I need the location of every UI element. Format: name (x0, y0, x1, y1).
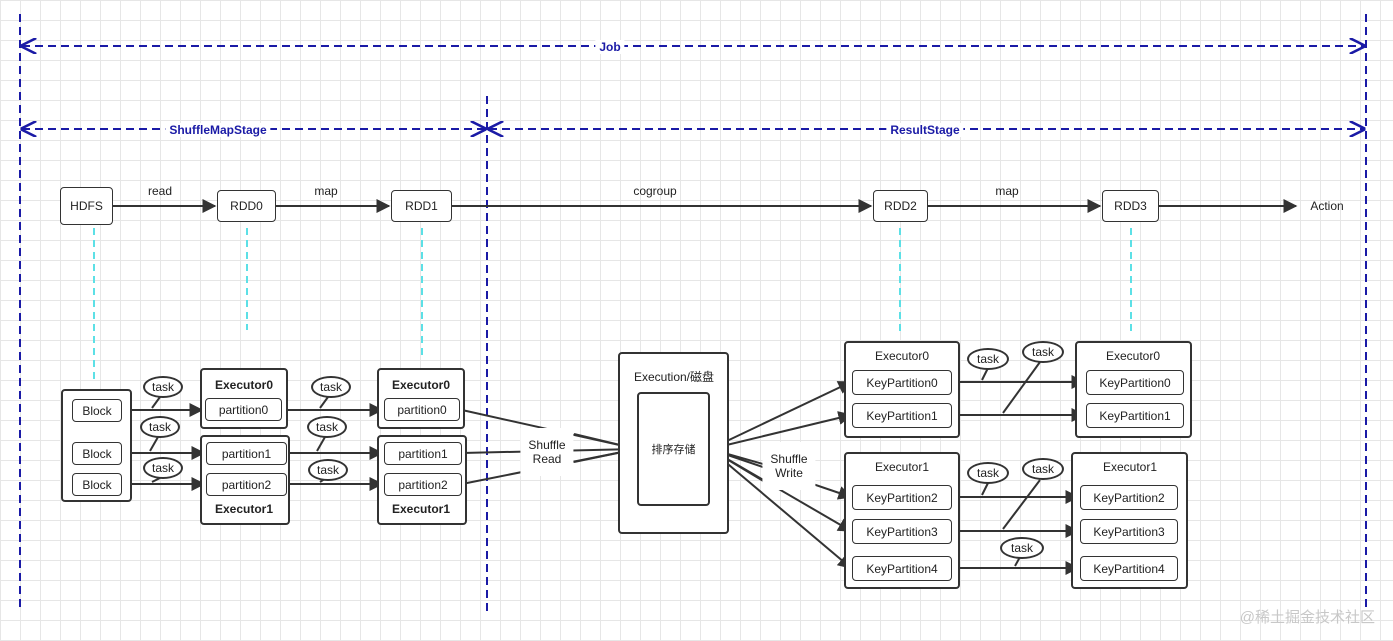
shuffle-write-line2: Write (775, 466, 803, 480)
task-bubble: task (140, 416, 180, 438)
executor-title: Executor1 (391, 502, 451, 516)
shuffle-read-line1: Shuffle (528, 438, 566, 452)
rdd3-node: RDD3 (1102, 190, 1159, 222)
map-transform-label: map (314, 184, 338, 198)
watermark: @稀土掘金技术社区 (1239, 609, 1375, 626)
task-bubble: task (1022, 458, 1064, 480)
read-transform-label: read (147, 184, 173, 198)
task-bubble: task (311, 376, 351, 398)
task-connector (1002, 479, 1041, 530)
block-node: Block (72, 473, 122, 496)
task-bubble: task (143, 457, 183, 479)
task-bubble: task (1022, 341, 1064, 363)
task-bubble: task (143, 376, 183, 398)
executor-title: Executor0 (214, 378, 274, 392)
partition-node: partition0 (205, 398, 282, 421)
execution-disk-title: Execution/磁盘 (633, 370, 715, 384)
hdfs-node: HDFS (60, 187, 113, 225)
task-connector (316, 436, 326, 452)
key-partition-node: KeyPartition3 (852, 519, 952, 544)
shuffle-write-line1: Shuffle (770, 452, 808, 466)
lineage-links (93, 228, 1132, 382)
partition-node: partition1 (206, 442, 287, 465)
shuffle-map-stage-label: ShuffleMapStage (165, 123, 271, 137)
cogroup-transform-label: cogroup (633, 184, 677, 198)
executor-title: Executor1 (874, 460, 930, 474)
key-partition-node: KeyPartition4 (852, 556, 952, 581)
task-connector (981, 367, 989, 381)
task-bubble: task (308, 459, 348, 481)
task-bubble: task (967, 462, 1009, 484)
task-connector (151, 396, 161, 409)
rdd1-node: RDD1 (391, 190, 452, 222)
key-partition-node: KeyPartition4 (1080, 556, 1178, 581)
task-connector (319, 396, 329, 409)
shuffle-write-line (709, 448, 853, 569)
key-partition-node: KeyPartition3 (1080, 519, 1178, 544)
partition-node: partition1 (384, 442, 462, 465)
map-transform-label: map (995, 184, 1019, 198)
shuffle-write-line (709, 411, 853, 450)
executor-title: Executor1 (214, 502, 274, 516)
rdd2-node: RDD2 (873, 190, 928, 222)
key-partition-node: KeyPartition1 (1086, 403, 1184, 428)
task-connector (1002, 361, 1041, 414)
partition-node: partition2 (384, 473, 462, 496)
task-bubble: task (967, 348, 1009, 370)
task-connector (981, 482, 989, 496)
key-partition-node: KeyPartition0 (1086, 370, 1184, 395)
executor-title: Executor1 (1102, 460, 1158, 474)
job-label: Job (595, 40, 625, 54)
block-node: Block (72, 442, 122, 465)
partition-node: partition2 (206, 473, 287, 496)
executor-title: Executor0 (391, 378, 451, 392)
result-stage-label: ResultStage (886, 123, 964, 137)
shuffle-write-label: Shuffle Write (762, 442, 816, 490)
task-bubble: task (307, 416, 347, 438)
executor-title: Executor0 (1105, 349, 1161, 363)
action-label: Action (1310, 199, 1344, 213)
key-partition-node: KeyPartition2 (1080, 485, 1178, 510)
executor-title: Executor0 (874, 349, 930, 363)
sort-storage-node: 排序存储 (637, 392, 710, 506)
task-bubble: task (1000, 537, 1044, 559)
shuffle-write-line (709, 381, 853, 450)
rdd0-node: RDD0 (217, 190, 276, 222)
task-connector (149, 436, 159, 452)
shuffle-read-line2: Read (532, 452, 562, 466)
key-partition-node: KeyPartition0 (852, 370, 952, 395)
key-partition-node: KeyPartition1 (852, 403, 952, 428)
block-node: Block (72, 399, 122, 422)
key-partition-node: KeyPartition2 (852, 485, 952, 510)
stage-lines (19, 14, 1367, 612)
partition-node: partition0 (384, 398, 460, 421)
shuffle-read-label: Shuffle Read (520, 428, 574, 476)
